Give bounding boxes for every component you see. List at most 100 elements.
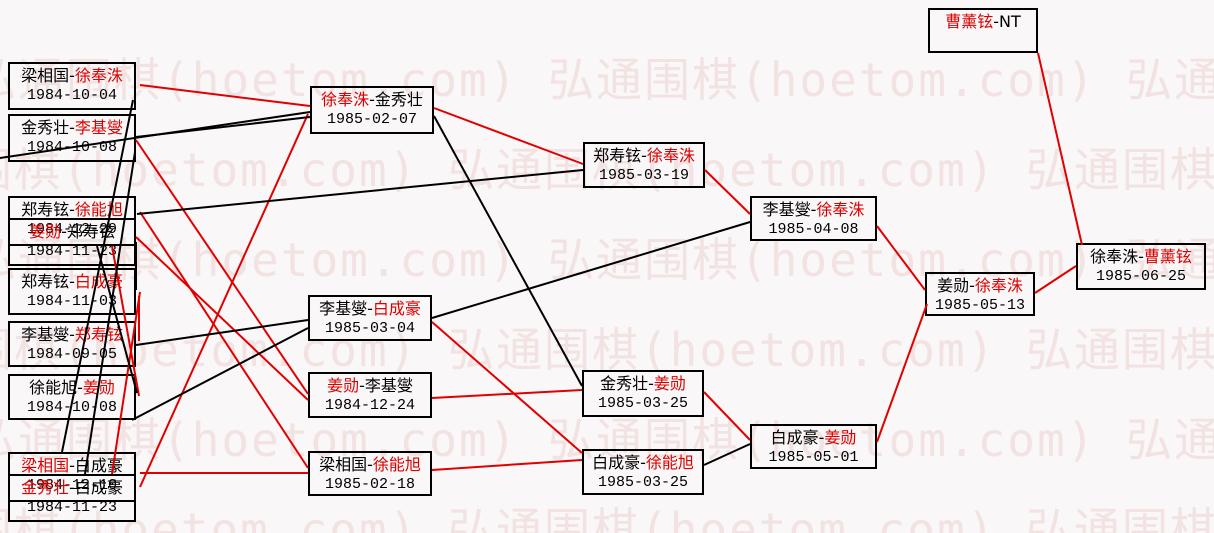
player-name: 金秀壮 [374, 90, 423, 109]
player-separator: - [993, 12, 1000, 31]
player-name: 李基燮 [21, 325, 70, 344]
player-name: 徐奉洙 [74, 66, 123, 85]
match-date: 1985-03-25 [597, 395, 688, 412]
match-date: 1985-03-04 [324, 320, 415, 337]
player-name: 梁相国 [319, 455, 368, 474]
match-date: 1984-10-04 [26, 87, 117, 104]
player-name: 曹薰铉 [1143, 247, 1192, 266]
match-players: 姜勋-徐奉洙 [927, 274, 1033, 296]
player-name: 郑寿铉 [74, 325, 123, 344]
player-name: 金秀壮 [21, 118, 70, 137]
match-date: 1985-03-19 [598, 167, 689, 184]
match-date: 1985-03-25 [597, 474, 688, 491]
match-players: 白成豪-姜勋 [752, 426, 875, 448]
match-date: 1985-06-25 [1095, 268, 1186, 285]
player-name: 徐奉洙 [816, 200, 865, 219]
player-name: 白成豪 [592, 453, 641, 472]
match-players: 徐奉洙-金秀壮 [312, 88, 432, 110]
match-players: 郑寿铉-徐能旭 [10, 198, 134, 220]
winner-path-line [431, 389, 583, 399]
player-name: 郑寿铉 [593, 146, 642, 165]
match-players: 梁相国-徐能旭 [310, 453, 430, 475]
player-separator: - [69, 478, 75, 497]
match-date: 1985-04-08 [768, 221, 859, 238]
player-name: 白成豪 [74, 272, 123, 291]
player-separator: - [369, 90, 375, 109]
player-name: 金秀壮 [600, 374, 649, 393]
player-name: 郑寿铉 [66, 222, 115, 241]
match-players: 李基燮-白成豪 [310, 297, 430, 319]
player-name: 梁相国 [21, 456, 70, 475]
match-players: 徐奉洙-曹薰铉 [1078, 245, 1204, 267]
player-name: 白成豪 [74, 478, 123, 497]
player-separator: - [810, 200, 817, 219]
match-date: 1985-02-07 [326, 111, 417, 128]
match-date: 1985-05-01 [768, 449, 859, 466]
match-players: 李基燮-郑寿铉 [10, 323, 134, 345]
player-name: 姜勋 [653, 374, 686, 393]
player-separator: - [69, 66, 75, 85]
match-date: 1984-12-10 [26, 477, 117, 494]
match-players: 徐能旭-姜勋 [10, 376, 134, 398]
match-players: 李基燮-徐奉洙 [752, 198, 875, 220]
player-separator: - [367, 299, 373, 318]
player-separator: - [359, 376, 365, 395]
player-name: 白成豪 [74, 456, 123, 475]
player-name: 李基燮 [364, 376, 413, 395]
match-players: 金秀壮-姜勋 [584, 372, 702, 394]
match-date: 1984-11-03 [26, 293, 117, 310]
match-date: 1984-09-05 [26, 346, 117, 363]
match-box: 姜勋-李基燮 1984-12-24 [308, 372, 432, 418]
player-separator: - [640, 453, 646, 472]
match-players: 曹薰铉-NT [930, 10, 1036, 32]
player-name: 姜勋 [937, 276, 970, 295]
player-name: 徐奉洙 [974, 276, 1023, 295]
player-name: 徐奉洙 [1090, 247, 1139, 266]
player-name: 梁相国 [21, 66, 70, 85]
player-separator: - [1138, 247, 1144, 266]
player-name: 徐能旭 [29, 378, 78, 397]
player-name: 郑寿铉 [21, 272, 70, 291]
match-date: 1984-10-08 [26, 399, 117, 416]
match-date: 1985-05-13 [934, 297, 1025, 314]
match-players: 白成豪-徐能旭 [584, 451, 702, 473]
player-name: 曹薰铉 [945, 12, 994, 31]
player-name: 姜勋 [29, 222, 62, 241]
player-name: 李基燮 [319, 299, 368, 318]
player-name: 郑寿铉 [21, 200, 70, 219]
player-separator: - [69, 456, 75, 475]
match-players: 郑寿铉-徐奉洙 [585, 144, 703, 166]
match-players: 梁相国-白成豪 [10, 454, 134, 476]
match-players: 梁相国-徐奉洙 [10, 64, 134, 86]
player-name: 徐能旭 [74, 200, 123, 219]
match-date: 1984-10-08 [26, 139, 117, 156]
player-separator: - [648, 374, 654, 393]
match-box: 曹薰铉-NT [928, 8, 1038, 53]
match-players: 金秀壮-白成豪 [10, 476, 134, 498]
player-name: 徐能旭 [645, 453, 694, 472]
match-date: 1984-12-24 [324, 397, 415, 414]
player-name: 李基燮 [762, 200, 811, 219]
player-name: 徐奉洙 [646, 146, 695, 165]
match-date: 1984-11-23 [26, 499, 117, 516]
player-name: 姜勋 [82, 378, 115, 397]
match-players: 姜勋-郑寿铉 [10, 220, 134, 242]
player-name: 徐能旭 [372, 455, 421, 474]
player-name: 姜勋 [327, 376, 360, 395]
match-date: 1985-02-18 [324, 476, 415, 493]
player-name: 李基燮 [74, 118, 123, 137]
player-name: 金秀壮 [21, 478, 70, 497]
player-separator: - [969, 276, 975, 295]
